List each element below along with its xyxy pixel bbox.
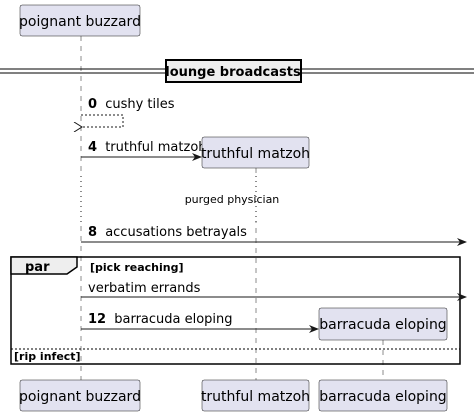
message-number: 4 [88,140,97,155]
message-label: truthful matzoh [105,140,206,155]
message-label: accusations betrayals [105,225,247,240]
message-number: 0 [88,97,97,112]
message-label: barracuda eloping [114,312,232,327]
message-label: cushy tiles [105,97,175,112]
message-cushy-tiles: 0 cushy tiles [81,97,175,127]
participant-label: barracuda eloping [319,317,446,333]
message-barracuda-eloping: 12 barracuda eloping [81,312,319,333]
participant-label: poignant buzzard [19,389,141,405]
participant-label: truthful matzoh [201,389,310,405]
message-accusations-betrayals: 8 accusations betrayals [81,225,467,246]
delay-label: purged physician [185,193,280,206]
svg-text:12 barracuda eloping: 12 barracuda eloping [88,312,233,327]
participant-truthful-matzoh-bottom[interactable]: truthful matzoh [201,379,310,412]
divider: lounge broadcasts [0,59,474,83]
message-number: 8 [88,225,97,240]
fragment-condition: [pick reaching] [90,261,184,274]
svg-text:4 truthful matzoh: 4 truthful matzoh [88,140,207,155]
participant-label: truthful matzoh [201,146,310,162]
svg-text:0 cushy tiles: 0 cushy tiles [88,97,175,112]
participant-poignant-buzzard-top[interactable]: poignant buzzard [19,4,141,37]
message-verbatim-errands: verbatim errands [81,281,467,301]
participant-barracuda-eloping-bottom[interactable]: barracuda eloping [318,379,448,412]
participant-poignant-buzzard-bottom[interactable]: poignant buzzard [19,379,141,412]
participant-truthful-matzoh-created[interactable]: truthful matzoh [201,136,310,169]
svg-text:8 accusations betrayals: 8 accusations betrayals [88,225,247,240]
fragment-keyword: par [25,260,50,275]
delay-separator: purged physician [79,176,280,222]
svg-text:verbatim errands: verbatim errands [88,281,201,296]
message-number: 12 [88,312,106,327]
else-condition: [rip infect] [14,350,81,363]
message-truthful-matzoh: 4 truthful matzoh [81,140,207,161]
divider-label: lounge broadcasts [165,65,301,80]
par-fragment: par [pick reaching] [rip infect] [10,256,461,365]
participant-barracuda-eloping-created[interactable]: barracuda eloping [318,307,448,341]
message-label: verbatim errands [88,281,201,296]
participant-label: barracuda eloping [319,389,446,405]
participant-label: poignant buzzard [19,14,141,30]
